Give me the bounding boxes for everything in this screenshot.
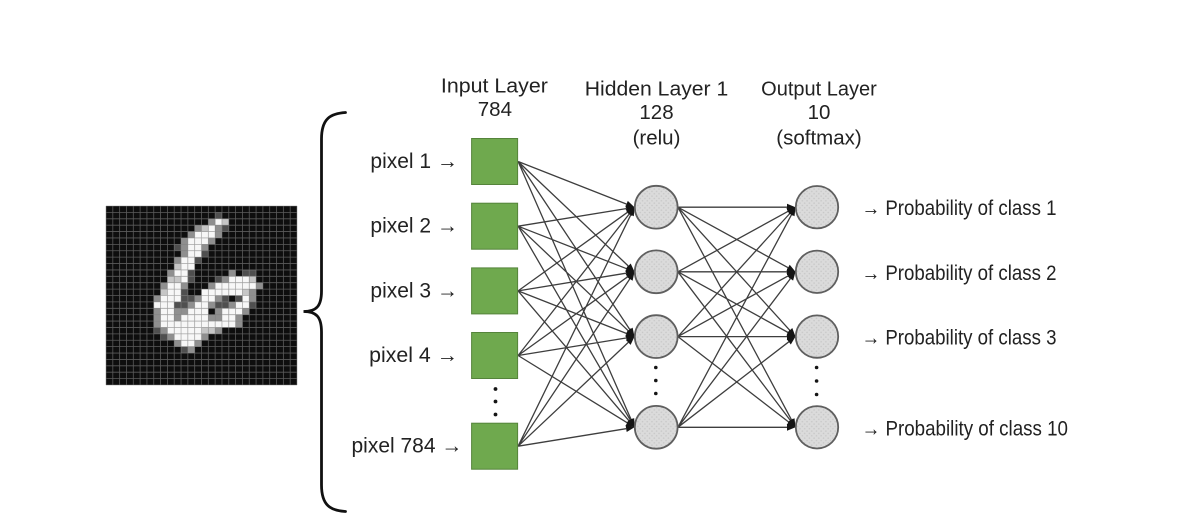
svg-text:→ Probability of class 1: → Probability of class 1: [862, 197, 1057, 220]
svg-text:(relu): (relu): [633, 127, 681, 150]
svg-text:pixel 3 →: pixel 3 →: [370, 279, 458, 302]
svg-text:784: 784: [478, 98, 512, 121]
svg-text:pixel 1 →: pixel 1 →: [370, 150, 458, 173]
svg-text:pixel 2 →: pixel 2 →: [370, 215, 458, 238]
svg-text:→ Probability of class 10: → Probability of class 10: [862, 417, 1069, 440]
svg-text:(softmax): (softmax): [776, 127, 861, 150]
svg-text:128: 128: [639, 101, 673, 124]
svg-text:Input Layer: Input Layer: [441, 75, 548, 98]
svg-text:Hidden Layer 1: Hidden Layer 1: [585, 78, 729, 101]
svg-text:pixel 784 →: pixel 784 →: [352, 435, 463, 458]
svg-text:Output Layer: Output Layer: [761, 78, 877, 101]
svg-text:pixel 4 →: pixel 4 →: [369, 344, 458, 367]
svg-text:→ Probability of class 3: → Probability of class 3: [862, 327, 1057, 350]
svg-text:10: 10: [808, 101, 831, 124]
svg-text:→ Probability of class 2: → Probability of class 2: [862, 262, 1057, 285]
